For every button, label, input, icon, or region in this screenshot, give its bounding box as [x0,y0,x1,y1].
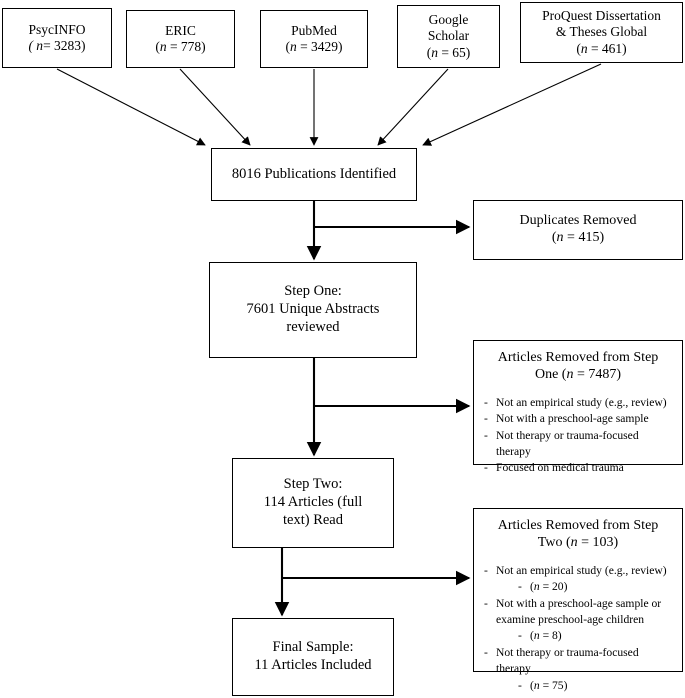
removed-step-two-title: Articles Removed from Step Two (n = 103) [474,518,682,552]
removed-step-two-reasons: Not an empirical study (e.g., review) (n… [474,563,682,695]
step-two-box: Step Two: 114 Articles (full text) Read [232,458,394,548]
removed-step-one-box: Articles Removed from Step One (n = 7487… [473,340,683,477]
source-count: (n = 778) [155,39,206,54]
source-count: ( n= 3283) [28,38,86,53]
final-sample-box: Final Sample: 11 Articles Included [232,618,394,696]
source-count: (n = 3429) [285,39,343,54]
step-one-line3: reviewed [286,318,340,335]
reason-item: Not an empirical study (e.g., review) [484,563,676,580]
reason-item: Not with a preschool-age sample [484,411,676,428]
removed-step-two-box: Articles Removed from Step Two (n = 103)… [473,508,683,695]
source-name-line1: ProQuest Dissertation [542,7,661,23]
identified-box: 8016 Publications Identified [211,148,417,201]
reason-item: Not an empirical study (e.g., review) [484,395,676,412]
step-two-line3: text) Read [283,511,343,528]
duplicates-removed-box: Duplicates Removed (n = 415) [473,200,683,260]
reason-count: (n = 8) [484,628,676,645]
source-box-psycinfo: PsycINFO ( n= 3283) [2,8,112,68]
removed-step-one-title-line1: Articles Removed from Step [497,350,659,365]
source-count: (n = 461) [576,40,627,56]
duplicates-count: (n = 415) [551,230,605,245]
source-count: (n = 65) [426,44,471,60]
removed-step-one-reasons: Not an empirical study (e.g., review) No… [474,395,682,478]
source-name: PsycINFO [28,21,86,37]
removed-step-one-title-line2: One (n = 7487) [534,366,622,382]
step-two-line2: 114 Articles (full [263,494,363,511]
reason-count: (n = 75) [484,678,676,695]
final-sample-line2: 11 Articles Included [254,657,372,673]
reason-item: Not therapy or trauma-focused therapy [484,645,676,678]
identified-label: 8016 Publications Identified [231,165,397,182]
source-box-eric: ERIC (n = 778) [126,10,235,68]
step-one-line2: 7601 Unique Abstracts [246,301,380,318]
reason-item: Not therapy or trauma-focused therapy [484,428,676,461]
removed-step-two-title-line1: Articles Removed from Step [497,518,659,533]
removed-step-two-title-line2: Two (n = 103) [537,534,619,550]
reason-item: Not with a preschool-age sample or [484,596,676,613]
source-name: ERIC [165,22,196,38]
reason-item: Focused on medical trauma [484,460,676,477]
source-name: PubMed [291,22,337,38]
source-box-proquest: ProQuest Dissertation & Theses Global (n… [520,2,683,63]
source-box-pubmed: PubMed (n = 3429) [260,10,368,68]
step-two-line1: Step Two: [283,476,343,493]
source-box-google-scholar: Google Scholar (n = 65) [397,5,500,68]
removed-step-one-title: Articles Removed from Step One (n = 7487… [474,350,682,384]
source-name-line1: Google [428,11,469,27]
step-one-box: Step One: 7601 Unique Abstracts reviewed [209,262,417,358]
final-sample-line1: Final Sample: [272,639,354,656]
reason-count: (n = 20) [484,579,676,596]
source-name-line2: & Theses Global [555,24,648,40]
source-name-line2: Scholar [427,28,470,44]
step-one-line1: Step One: [284,283,342,300]
duplicates-title: Duplicates Removed [519,213,637,229]
reason-item-continued: examine preschool-age children [496,612,645,626]
